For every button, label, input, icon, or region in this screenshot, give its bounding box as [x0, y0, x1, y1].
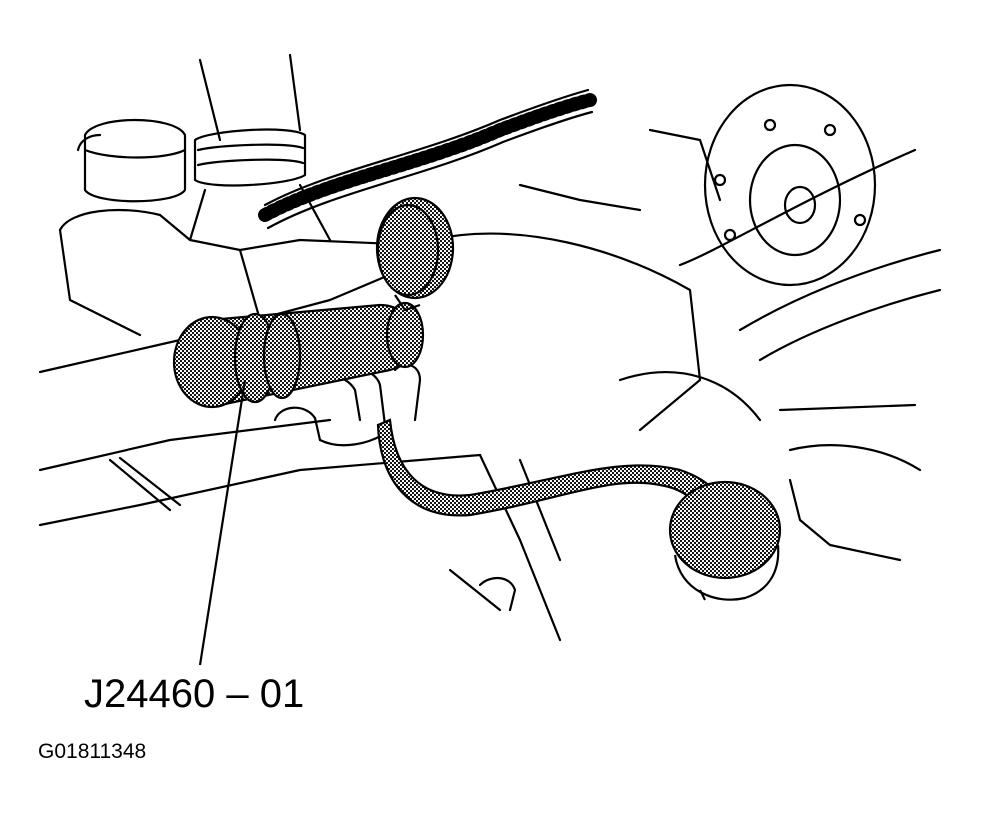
pressure-tester-body: [172, 301, 425, 409]
pressure-gauge: [375, 196, 455, 312]
radiator-filler-neck: [188, 53, 332, 242]
cap-adapter: [668, 480, 782, 601]
figure-id: G01811348: [38, 740, 147, 763]
corrugated-wire-loom: [258, 88, 597, 230]
tool-number-label: J24460 – 01: [84, 672, 305, 716]
callout-leader-line: [198, 379, 247, 666]
tester-hose: [376, 418, 727, 522]
reservoir-cap: [76, 118, 187, 203]
wheel-hub-flange: [518, 83, 877, 287]
frame-structure: [428, 148, 942, 642]
